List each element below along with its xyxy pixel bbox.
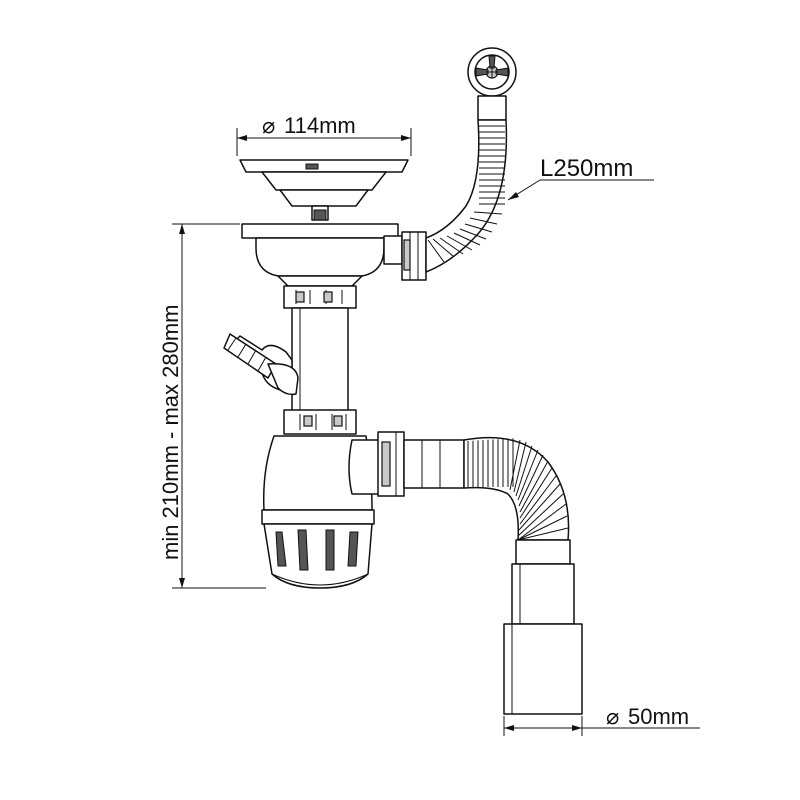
hose-rib bbox=[519, 467, 553, 519]
appliance-inlet bbox=[223, 333, 299, 396]
outlet-flex-hose bbox=[463, 436, 570, 541]
hose-rib bbox=[427, 239, 445, 263]
hose-rib bbox=[509, 439, 521, 491]
tailpipe bbox=[291, 307, 349, 413]
hose-rib bbox=[446, 235, 473, 251]
overflow-flex-hose bbox=[425, 119, 508, 273]
strainer-diameter-label: 114mm bbox=[284, 113, 356, 138]
hose-rib bbox=[464, 223, 493, 233]
hose-rib bbox=[519, 460, 549, 513]
hose-rib bbox=[517, 503, 567, 541]
hose-rib bbox=[519, 475, 557, 525]
hose-rib bbox=[517, 493, 564, 537]
outlet-diameter-dimension: ⌀ 50mm bbox=[503, 704, 700, 736]
outlet-connector bbox=[377, 431, 465, 497]
height-range-label: min 210mm - max 280mm bbox=[158, 304, 183, 560]
outlet-diameter-symbol: ⌀ bbox=[606, 704, 619, 729]
strainer-basket bbox=[239, 159, 409, 221]
hose-rib bbox=[517, 449, 539, 501]
overflow-length-label: L250mm bbox=[540, 155, 633, 182]
outlet-pipe bbox=[503, 539, 583, 715]
hose-rib bbox=[439, 237, 464, 255]
hose-rib bbox=[518, 483, 561, 531]
strainer-diameter-symbol: ⌀ bbox=[262, 113, 275, 138]
drain-body bbox=[241, 223, 427, 309]
hose-rib bbox=[432, 238, 455, 258]
hose-rib bbox=[518, 454, 544, 507]
overflow-length-dimension: L250mm bbox=[507, 155, 654, 201]
hose-rib bbox=[517, 527, 569, 541]
outlet-diameter-label: 50mm bbox=[628, 704, 689, 729]
hose-rib bbox=[469, 217, 498, 225]
height-range-dimension: min 210mm - max 280mm bbox=[158, 223, 266, 589]
hose-rib bbox=[515, 445, 533, 497]
hose-rib bbox=[517, 515, 568, 541]
bottle-trap bbox=[261, 435, 381, 589]
bottle-ring-nut bbox=[283, 409, 357, 435]
overflow-rose bbox=[467, 47, 517, 121]
hose-rib bbox=[513, 441, 527, 493]
strainer-diameter-dimension: ⌀ 114mm bbox=[236, 113, 412, 156]
hose-rib bbox=[453, 232, 481, 246]
hose-rib bbox=[459, 228, 487, 240]
hose-rib bbox=[473, 211, 503, 215]
